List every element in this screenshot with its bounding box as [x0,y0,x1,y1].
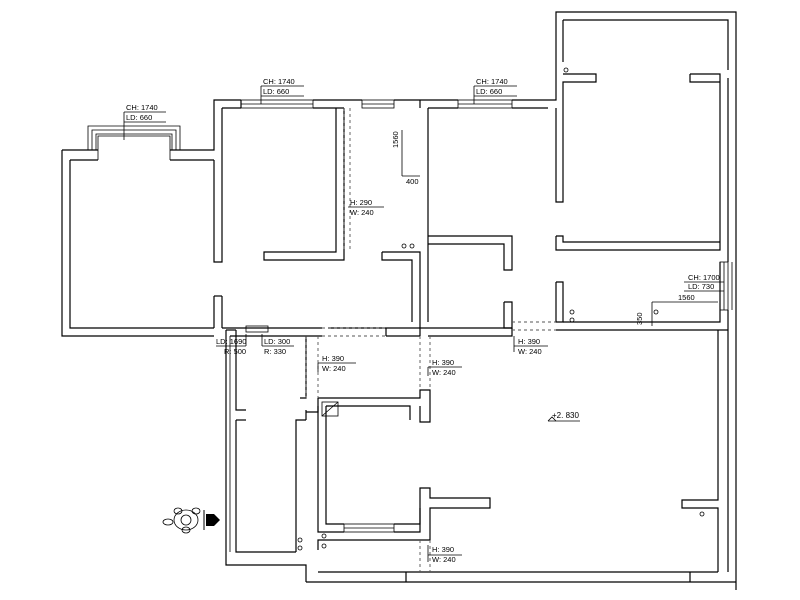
opening-w: W: 240 [432,555,456,564]
window-ch-label: CH: 1700 [688,273,720,282]
opening-w: W: 240 [350,208,374,217]
window-width-dim: 1560 [678,293,695,302]
shaft-marker [321,401,339,417]
opening-annotation-5: H: 390 W: 240 [427,545,462,564]
window-bottom [343,523,395,533]
window-ch-label: CH: 1740 [263,77,295,86]
elevation-label: +2. 830 [552,411,579,420]
interior-walls [213,73,728,582]
window-ld-label: LD: 730 [688,282,714,291]
window-annotation-bedroom2: CH: 1740 LD: 660 [473,77,517,104]
opening-h: H: 290 [350,198,372,207]
window-ld-label: LD: 660 [263,87,289,96]
entry-r-left: R: 500 [224,347,246,356]
dim-1560: 1560 [391,131,400,148]
entry-ld-left: LD: 1690 [216,337,246,346]
window-bay-left [87,125,181,160]
opening-w: W: 240 [432,368,456,377]
entry-annotation: LD: 1690 R: 500 LD: 300 R: 330 [216,334,294,356]
opening-h: H: 390 [518,337,540,346]
window-annotation-right: CH: 1700 LD: 730 1560 350 [635,273,724,326]
entrance-arrow-icon [203,510,220,530]
entry-r-right: R: 330 [264,347,286,356]
opening-annotation-3: H: 390 W: 240 [427,358,462,377]
fixture-dots [297,67,705,551]
window-standard-top [240,99,513,109]
opening-annotation-2: H: 390 W: 240 [317,354,356,373]
window-ch-label: CH: 1740 [476,77,508,86]
dim-400: 400 [406,177,419,186]
opening-w: W: 240 [322,364,346,373]
opening-h: H: 390 [432,358,454,367]
entry-ld-right: LD: 300 [264,337,290,346]
elevation-marker: +2. 830 [547,411,580,422]
window-right-side [719,261,733,311]
opening-w: W: 240 [518,347,542,356]
opening-h: H: 390 [322,354,344,363]
window-annotation-left: CH: 1740 LD: 660 [123,103,166,140]
dimension-1560-400: 1560 400 [391,130,420,186]
window-height-dim: 350 [635,312,644,325]
window-ch-label: CH: 1740 [126,103,158,112]
window-corridor-left [229,325,269,552]
exterior-walls [61,11,737,590]
entrance-person-icon [162,507,201,534]
window-ld-label: LD: 660 [476,87,502,96]
opening-h: H: 390 [432,545,454,554]
opening-annotation-4: H: 390 W: 240 [513,336,548,356]
opening-annotation-1: H: 290 W: 240 [348,198,384,217]
window-ld-label: LD: 660 [126,113,152,122]
window-annotation-bedroom1: CH: 1740 LD: 660 [260,77,304,104]
